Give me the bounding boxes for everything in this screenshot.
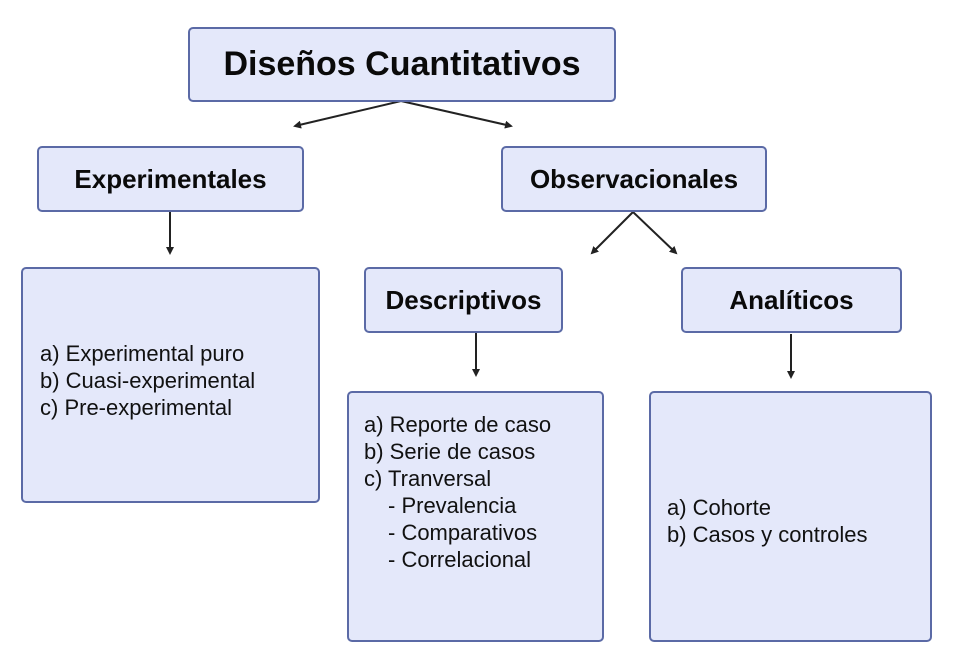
arrow-observacionales-to-descriptivos xyxy=(590,211,634,255)
list-subitem: - Correlacional xyxy=(388,546,532,572)
list-item: b) Casos y controles xyxy=(667,521,868,547)
list-item: a) Cohorte xyxy=(667,494,771,520)
analiticos-node: Analíticos xyxy=(681,267,902,333)
arrow-root-to-experimentales xyxy=(293,100,402,129)
root-node: Diseños Cuantitativos xyxy=(188,27,616,102)
list-item: b) Serie de casos xyxy=(364,438,536,464)
list-item: a) Experimental puro xyxy=(40,340,245,366)
arrow-root-to-observacionales xyxy=(400,100,513,129)
experimentales-list: a) Experimental puro b) Cuasi-experiment… xyxy=(21,267,320,503)
list-item: c) Tranversal xyxy=(364,465,492,491)
list-item: c) Pre-experimental xyxy=(40,394,232,420)
experimentales-label: Experimentales xyxy=(74,163,267,194)
descriptivos-label: Descriptivos xyxy=(385,284,542,315)
list-item: a) Reporte de caso xyxy=(364,411,552,437)
experimentales-node: Experimentales xyxy=(37,146,304,212)
observacionales-label: Observacionales xyxy=(529,163,739,194)
arrow-observacionales-to-analiticos xyxy=(632,211,678,255)
analiticos-label: Analíticos xyxy=(729,284,854,315)
list-subitem: - Prevalencia xyxy=(388,492,517,518)
descriptivos-list: a) Reporte de caso b) Serie de casos c) … xyxy=(347,391,604,642)
analiticos-list: a) Cohorte b) Casos y controles xyxy=(649,391,932,642)
list-item: b) Cuasi-experimental xyxy=(40,367,256,393)
observacionales-node: Observacionales xyxy=(501,146,767,212)
descriptivos-node: Descriptivos xyxy=(364,267,563,333)
root-label: Diseños Cuantitativos xyxy=(223,45,581,83)
list-subitem: - Comparativos xyxy=(388,519,538,545)
